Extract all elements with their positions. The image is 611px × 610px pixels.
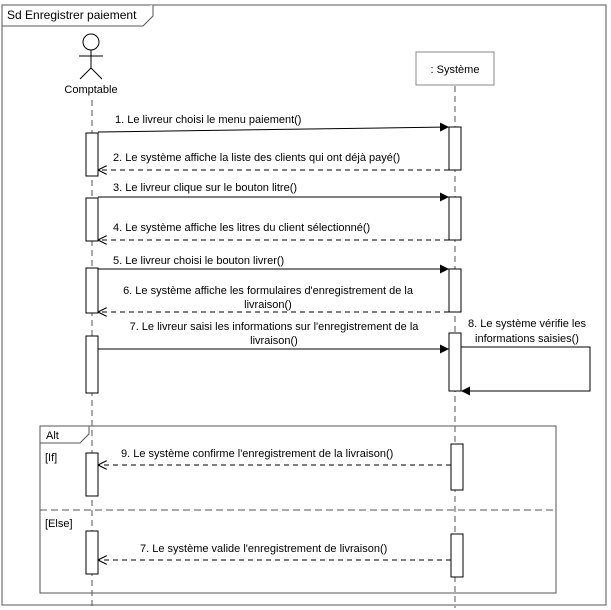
- alt-fragment: Alt [If] [Else]: [39, 425, 557, 594]
- message-7-label-line-1: 7. Le livreur saisi les informations sur…: [130, 321, 420, 333]
- message-7: 7. Le livreur saisi les informations sur…: [98, 321, 449, 354]
- message-1-label: 1. Le livreur choisi le menu paiement(): [115, 114, 301, 126]
- actor-icon: [79, 33, 103, 80]
- message-3: 3. Le livreur clique sur le bouton litre…: [98, 182, 449, 202]
- message-8-label-line-1: 8. Le système vérifie les: [468, 318, 586, 330]
- message-6-label-line-1: 6. Le système affiche les formulaires d'…: [123, 285, 414, 297]
- system-activation: [450, 443, 464, 491]
- system-label: : Système: [431, 64, 480, 76]
- actor-activation: [85, 267, 99, 314]
- message-7-label-line-2: livraison(): [250, 335, 298, 347]
- system-activation: [448, 196, 462, 241]
- message-8-self-call: 8. Le système vérifie les informations s…: [461, 318, 591, 396]
- actor-label: Comptable: [64, 84, 117, 96]
- actor-activation: [85, 452, 99, 497]
- actor-activation: [85, 197, 99, 242]
- message-else-label: 7. Le système valide l'enregistrement de…: [140, 543, 387, 555]
- frame-title: Sd Enregistrer paiement: [7, 8, 137, 22]
- system-activation: [448, 332, 462, 392]
- message-4-label: 4. Le système affiche les litres du clie…: [113, 222, 370, 234]
- actor-activation: [85, 132, 99, 177]
- diagram-frame: Sd Enregistrer paiement: [1, 4, 607, 606]
- message-9: 9. Le système confirme l'enregistrement …: [98, 448, 451, 465]
- alt-guard-else: [Else]: [45, 518, 73, 530]
- message-4: 4. Le système affiche les litres du clie…: [98, 222, 449, 240]
- actor-activation: [85, 335, 99, 394]
- alt-label: Alt: [46, 430, 59, 442]
- message-else: 7. Le système valide l'enregistrement de…: [98, 543, 451, 560]
- message-2-label: 2. Le système affiche la liste des clien…: [113, 152, 400, 164]
- actor-activation: [85, 530, 99, 575]
- message-3-label: 3. Le livreur clique sur le bouton litre…: [113, 182, 297, 194]
- system-activation: [448, 126, 462, 171]
- message-2: 2. Le système affiche la liste des clien…: [98, 152, 449, 170]
- system-participant: : Système: [415, 51, 495, 86]
- system-activation: [450, 533, 464, 578]
- message-9-label: 9. Le système confirme l'enregistrement …: [121, 448, 393, 460]
- system-activation: [448, 268, 462, 313]
- message-1: 1. Le livreur choisi le menu paiement(): [97, 114, 450, 133]
- message-5: 5. Le livreur choisi le bouton livrer(): [98, 255, 449, 274]
- message-6-label-line-2: livraison(): [244, 299, 292, 311]
- message-6: 6. Le système affiche les formulaires d'…: [98, 285, 449, 312]
- message-8-label-line-2: informations saisies(): [475, 333, 579, 345]
- message-5-label: 5. Le livreur choisi le bouton livrer(): [113, 255, 284, 267]
- actor-comptable: Comptable: [64, 33, 118, 96]
- alt-guard-if: [If]: [45, 452, 57, 464]
